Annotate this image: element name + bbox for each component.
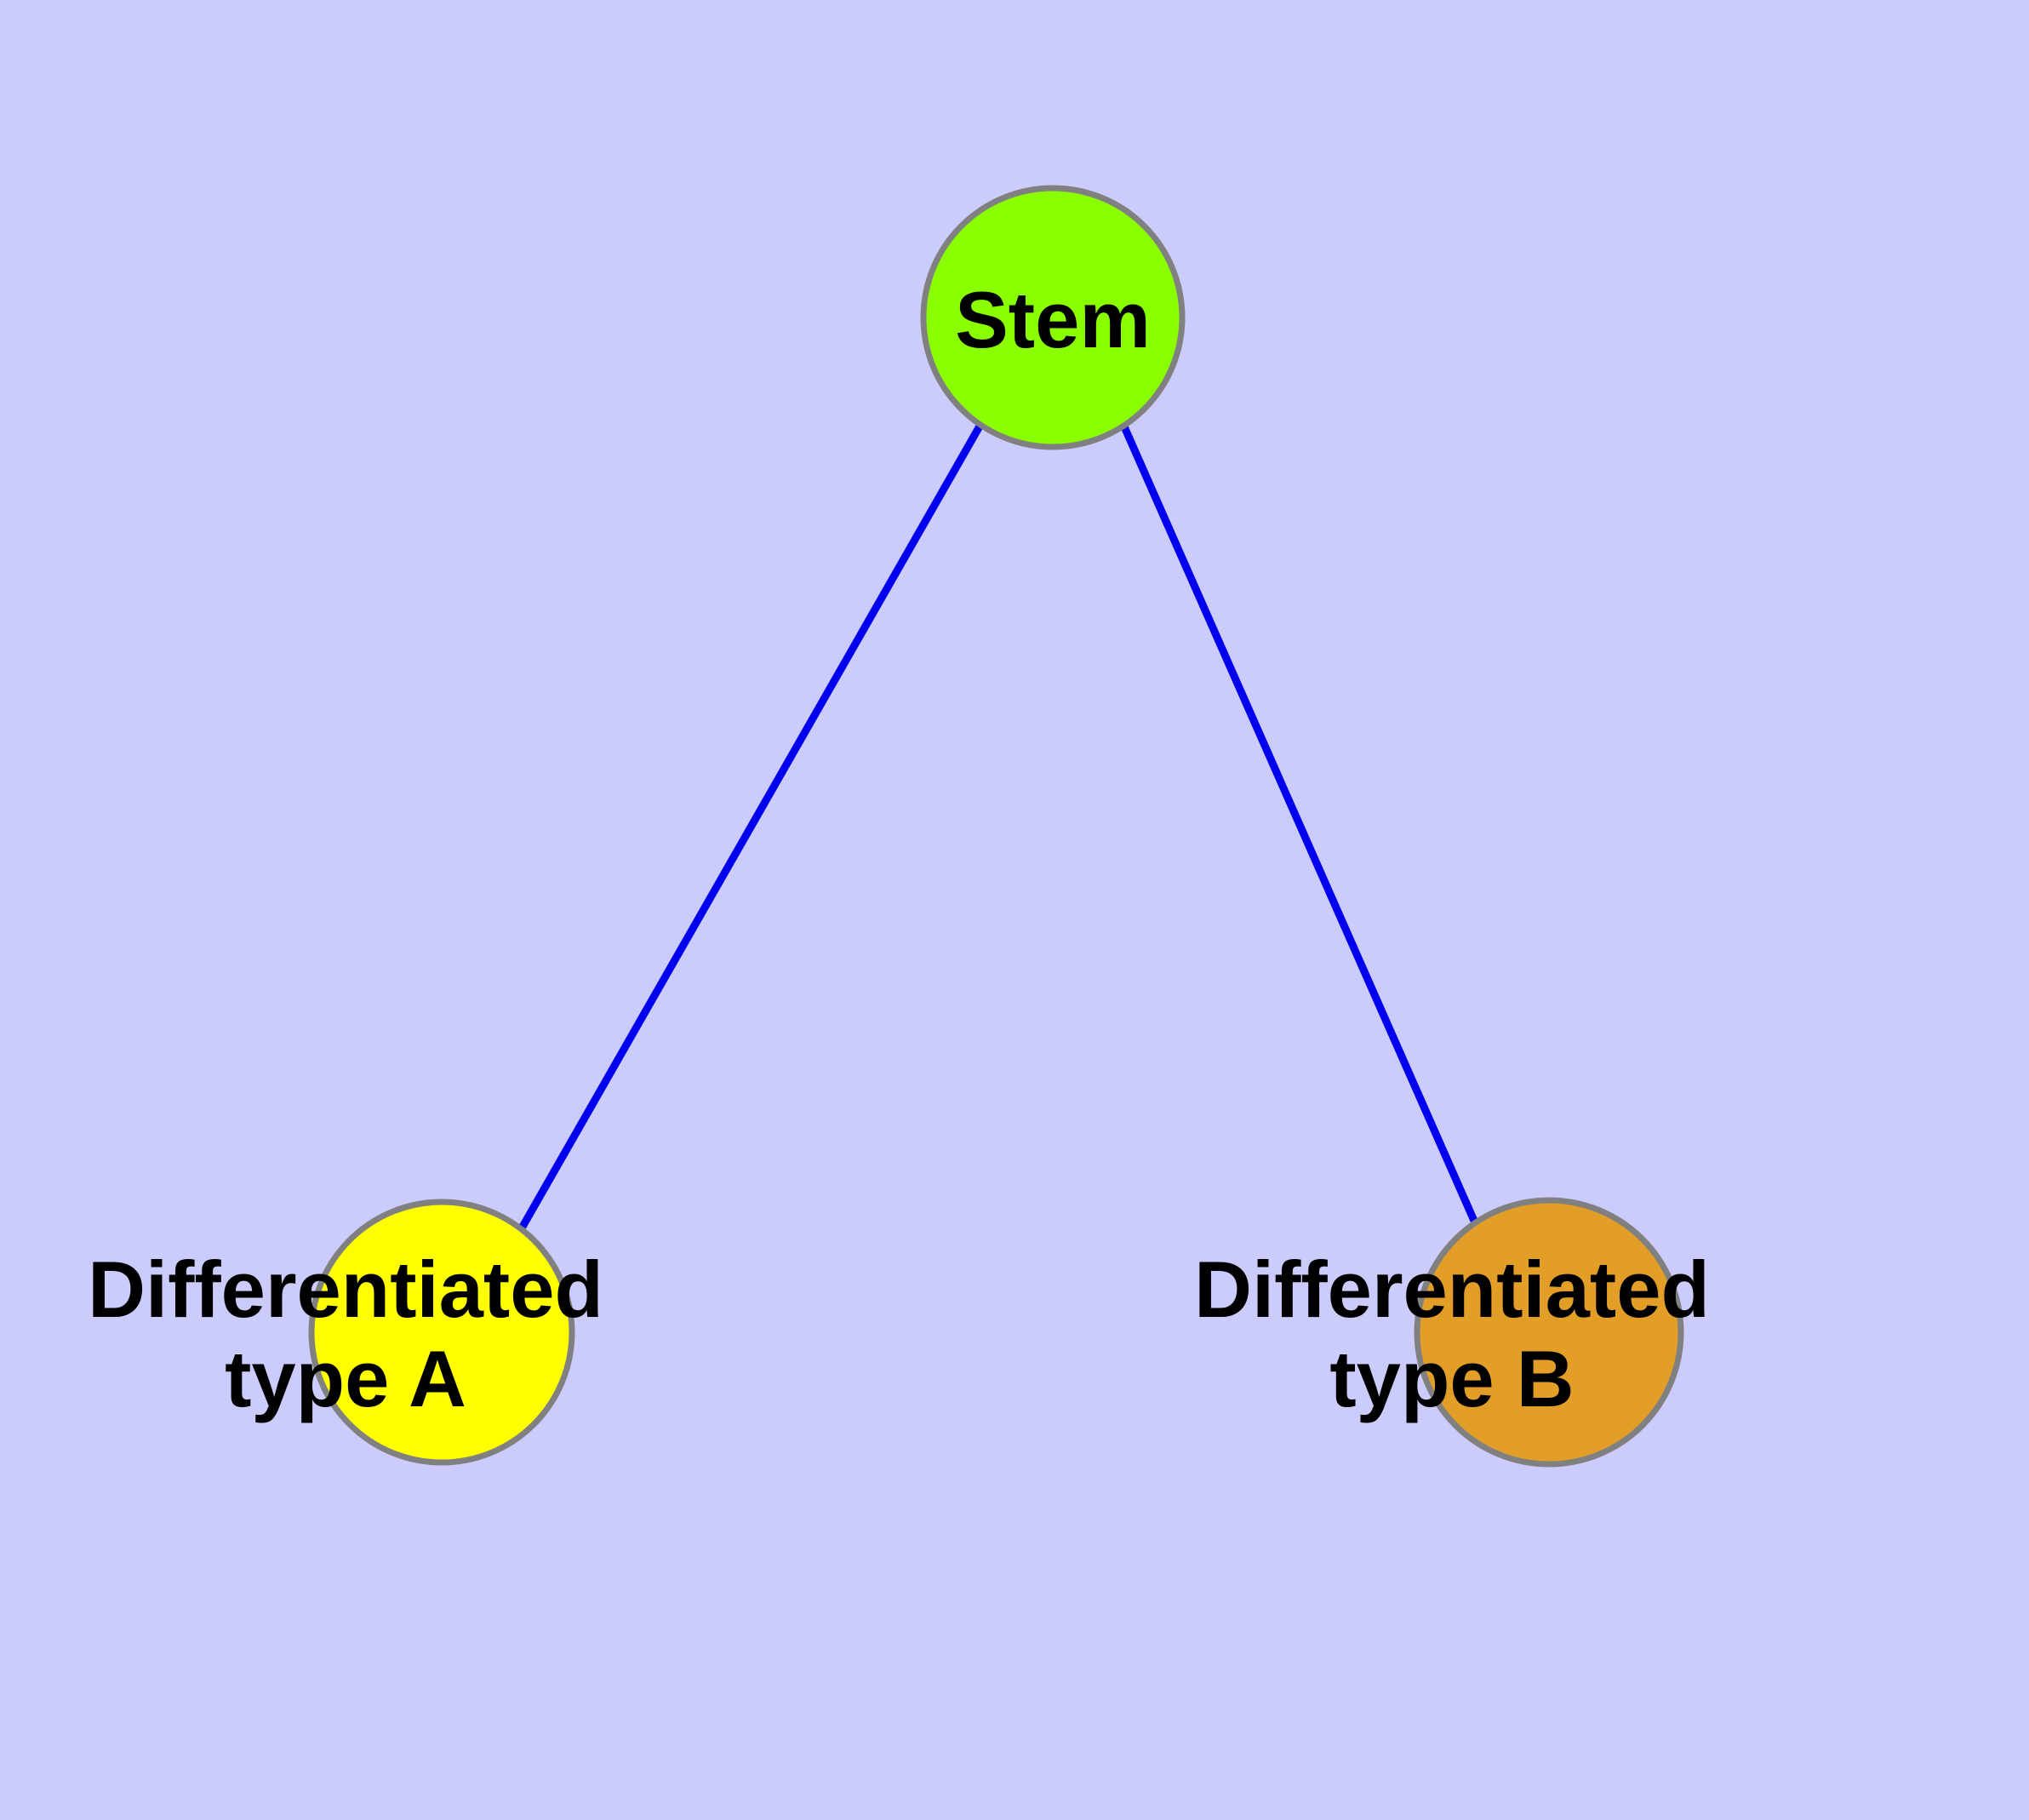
node-label-line: type B — [1329, 1334, 1574, 1423]
nodes-layer — [308, 185, 1684, 1468]
node-diff_b[interactable] — [1414, 1197, 1684, 1468]
node-label-line: Differentiated — [88, 1245, 603, 1334]
node-diff_a[interactable] — [308, 1199, 575, 1466]
node-label-line: Stem — [955, 275, 1151, 364]
node-label-stem: Stem — [955, 275, 1151, 364]
node-stem[interactable] — [920, 185, 1186, 450]
node-label-line: type A — [225, 1334, 466, 1423]
edge-stem-to-diff-a[interactable] — [519, 422, 984, 1229]
edges-layer — [519, 422, 1478, 1229]
node-label-line: Differentiated — [1194, 1245, 1710, 1334]
edge-stem-to-diff-b[interactable] — [1119, 423, 1478, 1222]
